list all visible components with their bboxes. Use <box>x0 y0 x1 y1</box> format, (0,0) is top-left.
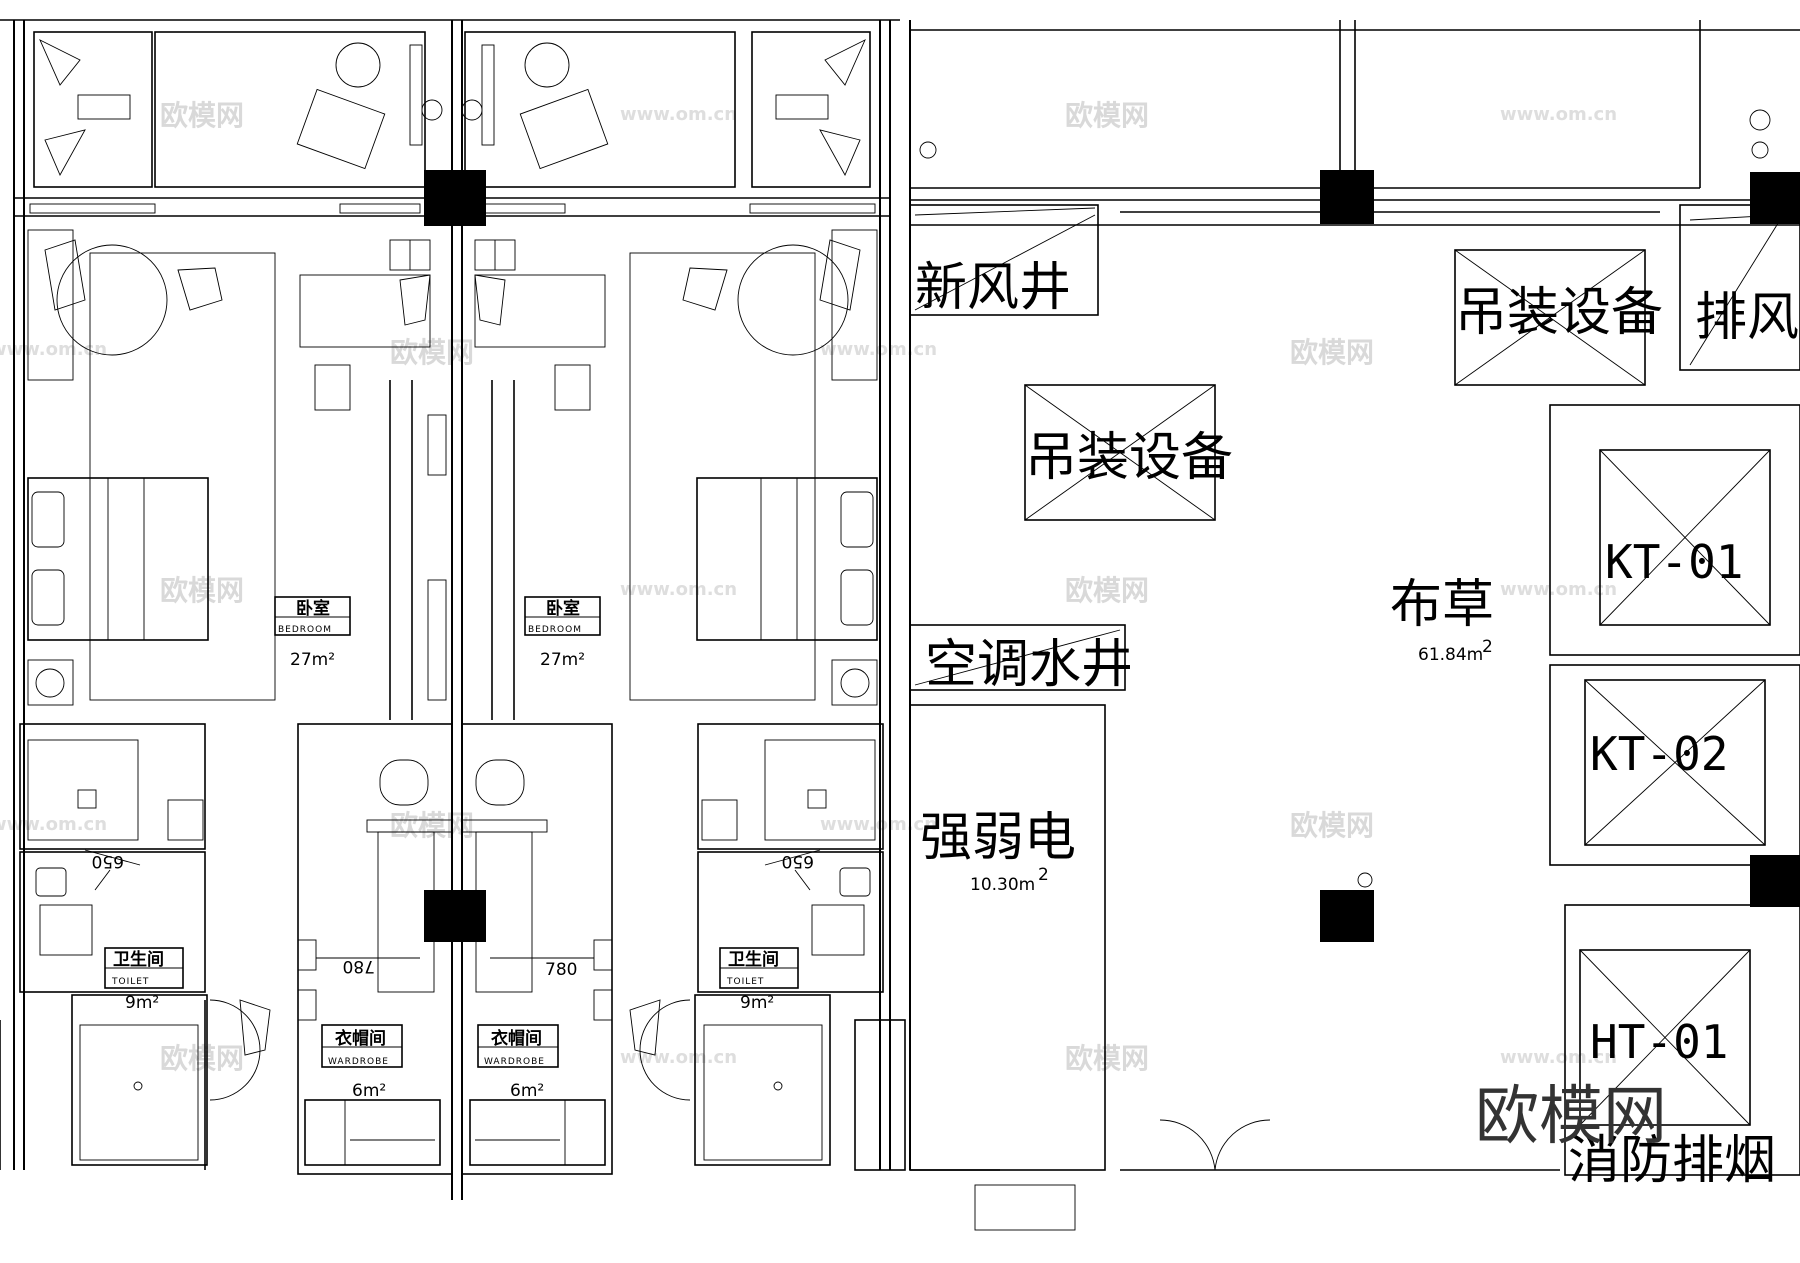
watermark-brand: 欧模网 <box>1290 809 1374 842</box>
smoke-exhaust-label: 消防排烟 <box>1568 1131 1776 1191</box>
wardrobe-width-left: 780 <box>343 956 375 976</box>
electrical-room-area-sup: 2 <box>1038 865 1049 885</box>
exhaust-shaft-label: 排风井 <box>1695 288 1800 348</box>
watermark-url: www.om.cn <box>1500 104 1617 125</box>
column-block <box>1320 170 1374 224</box>
ac-water-shaft-label: 空调水井 <box>925 635 1133 695</box>
column-block <box>424 890 486 942</box>
kt01-label: KT-01 <box>1605 535 1743 589</box>
wardrobe-left-en: WARDROBE <box>328 1057 389 1067</box>
watermark-brand: 欧模网 <box>1065 99 1149 132</box>
left-unit: 卧室 BEDROOM 27m² 卫生间 TOILET 9m² 650 <box>0 31 453 1175</box>
watermark-url: www.om.cn <box>1500 579 1617 600</box>
bedroom-left-label: 卧室 <box>296 598 330 619</box>
column-block <box>424 170 486 226</box>
wardrobe-left-label: 衣帽间 <box>335 1028 386 1049</box>
toilet-right-label: 卫生间 <box>728 949 779 970</box>
watermark-brand: 欧模网 <box>160 99 244 132</box>
toilet-left-area: 9m² <box>125 993 159 1013</box>
watermark-brand-large: 欧模网 <box>1475 1080 1667 1154</box>
linen-room-area: 61.84m <box>1418 645 1483 665</box>
toilet-right-area: 9m² <box>740 993 774 1013</box>
ht01-label: HT-01 <box>1590 1015 1728 1069</box>
wardrobe-right-en: WARDROBE <box>484 1057 545 1067</box>
bedroom-left-en: BEDROOM <box>278 625 332 635</box>
bedroom-right-label: 卧室 <box>546 598 580 619</box>
watermark-brand: 欧模网 <box>1065 574 1149 607</box>
hoist-equipment-label: 吊装设备 <box>1455 283 1663 343</box>
wardrobe-right-area: 6m² <box>510 1081 544 1101</box>
electrical-room-label: 强弱电 <box>920 808 1076 868</box>
service-area: 新风井 吊装设备 吊装设备 排风井 空调水井 强弱电 10.30m 2 布草 6… <box>909 109 1800 1231</box>
hoist-equipment-label: 吊装设备 <box>1025 428 1233 488</box>
toilet-right-en: TOILET <box>726 977 764 987</box>
watermark-url: www.om.cn <box>1500 1047 1617 1068</box>
right-unit: 卧室 BEDROOM 27m² 卫生间 TOILET 9m² 650 780 衣… <box>461 31 906 1175</box>
watermark-url: www.om.cn <box>820 814 937 835</box>
bedroom-left-area: 27m² <box>290 650 335 670</box>
linen-room-label: 布草 <box>1390 575 1494 635</box>
fresh-air-shaft-label: 新风井 <box>915 258 1071 318</box>
electrical-room-area: 10.30m <box>970 875 1035 895</box>
watermark-brand: 欧模网 <box>390 809 474 842</box>
column-block <box>1320 890 1374 942</box>
watermark-brand: 欧模网 <box>160 1042 244 1075</box>
wardrobe-width-right: 780 <box>545 960 577 980</box>
kt02-label: KT-02 <box>1590 727 1728 781</box>
watermark-brand: 欧模网 <box>390 336 474 369</box>
watermark-layer: 欧模网 www.om.cn 欧模网 www.om.cn www.om.cn 欧模… <box>0 99 1617 1075</box>
wardrobe-left-area: 6m² <box>352 1081 386 1101</box>
watermark-brand: 欧模网 <box>1290 336 1374 369</box>
bedroom-right-en: BEDROOM <box>528 625 582 635</box>
watermark-url: www.om.cn <box>0 814 107 835</box>
column-block <box>1750 855 1800 907</box>
door-width-left: 650 <box>92 851 124 871</box>
watermark-url: www.om.cn <box>620 104 737 125</box>
watermark-brand: 欧模网 <box>1065 1042 1149 1075</box>
watermark-url: www.om.cn <box>820 339 937 360</box>
watermark-brand: 欧模网 <box>160 574 244 607</box>
bedroom-right-area: 27m² <box>540 650 585 670</box>
wardrobe-right-label: 衣帽间 <box>491 1028 542 1049</box>
watermark-url: www.om.cn <box>620 1047 737 1068</box>
structure-lines <box>0 19 1800 1200</box>
toilet-left-en: TOILET <box>111 977 149 987</box>
door-width-right: 650 <box>782 851 814 871</box>
watermark-url: www.om.cn <box>0 339 107 360</box>
toilet-left-label: 卫生间 <box>113 949 164 970</box>
watermark-url: www.om.cn <box>620 579 737 600</box>
linen-room-area-sup: 2 <box>1482 637 1493 657</box>
